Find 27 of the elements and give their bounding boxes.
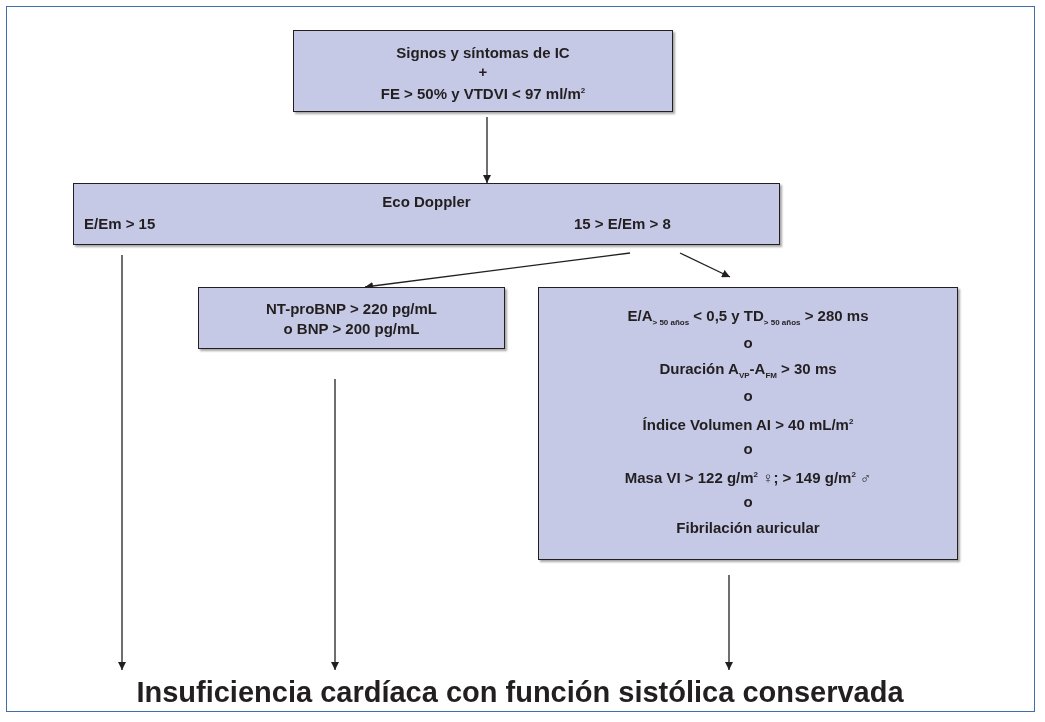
- process-box: [293, 30, 673, 112]
- box-heading: Eco Doppler: [381, 192, 472, 211]
- branch-condition: E/Em > 15: [84, 214, 156, 233]
- arrow: [118, 254, 126, 671]
- process-box: [73, 183, 780, 245]
- box-text: Fibrilación auricular: [675, 518, 821, 537]
- box-text: Índice Volumen AI > 40 mL/m$^{2}$: [641, 415, 855, 434]
- box-text: Duración A$_{VP}$-A$_{FM}$ > 30 ms: [658, 359, 838, 382]
- process-box: [198, 287, 505, 349]
- arrow: [725, 574, 733, 671]
- arrow: [331, 378, 339, 671]
- box-text: o: [742, 385, 754, 405]
- box-text: o: [742, 491, 754, 511]
- box-text: FE > 50% y VTDVI < 97 ml/m$^{2}$: [379, 84, 587, 103]
- arrow: [483, 116, 491, 184]
- box-text: o BNP > 200 pg/mL: [282, 319, 421, 338]
- process-box: [538, 287, 958, 560]
- box-text: +: [477, 62, 489, 81]
- conclusion-title: Insuficiencia cardíaca con función sistólica conservada: [135, 676, 905, 708]
- box-text: E/A$_{> 50 años}$ < 0,5 y TD$_{> 50 años}$ > 280 ms: [626, 306, 870, 329]
- branch-condition: 15 > E/Em > 8: [574, 214, 671, 233]
- box-text: o: [742, 332, 754, 352]
- box-text: Masa VI > 122 g/m$^{2}$ ♀; > 149 g/m$^{2}$ ♂: [623, 468, 873, 487]
- box-text: Signos y síntomas de IC: [395, 43, 571, 62]
- arrow: [679, 252, 731, 278]
- box-text: o: [742, 438, 754, 458]
- box-text: NT-proBNP > 220 pg/mL: [265, 299, 438, 318]
